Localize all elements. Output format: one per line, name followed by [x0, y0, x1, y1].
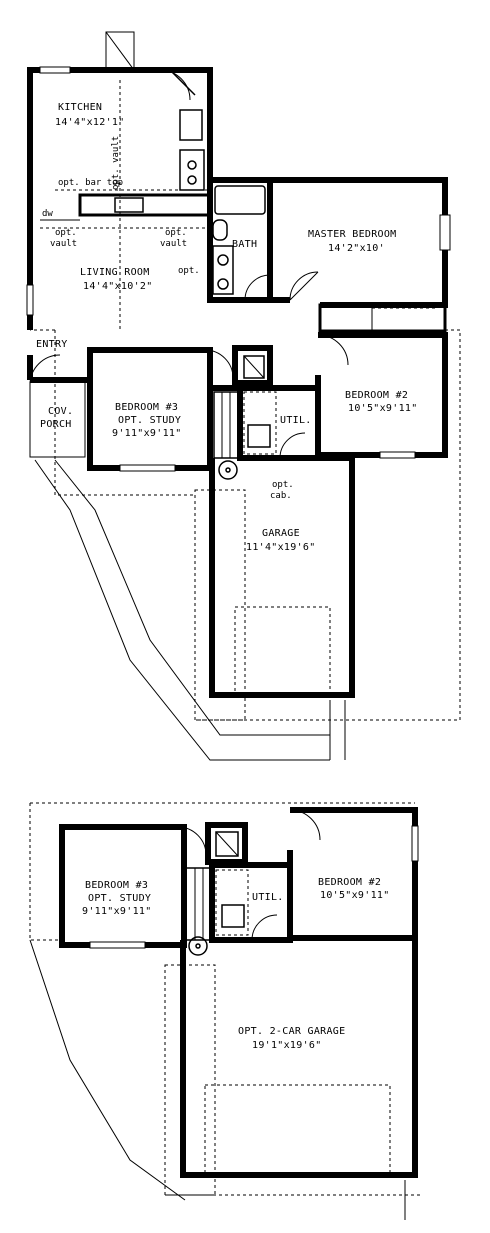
opt-bar-top-note: opt. bar top [58, 178, 123, 188]
util-label: UTIL. [280, 415, 312, 426]
alt-garage-label: OPT. 2-CAR GARAGE [238, 1026, 345, 1037]
alt-bedroom-2-dims: 10'5"x9'11" [320, 890, 390, 901]
upper-floor-plan [26, 31, 461, 761]
alt-garage-dims: 19'1"x19'6" [252, 1040, 322, 1051]
opt-vault-left-1: opt. [55, 228, 77, 238]
alt-bedroom-3-alt-label: OPT. STUDY [88, 893, 151, 904]
kitchen-dims: 14'4"x12'1" [55, 117, 125, 128]
lower-floor-plan [29, 802, 420, 1220]
living-room-dims: 14'4"x10'2" [83, 281, 153, 292]
opt-vault-right-2: vault [160, 239, 187, 249]
bath-label: BATH [232, 239, 257, 250]
opt-vault-left-2: vault [50, 239, 77, 249]
wall-2-car-garage [180, 938, 418, 1178]
porch [29, 381, 86, 458]
living-room-label: LIVING ROOM [80, 267, 150, 278]
cov-porch-line-1: COV. [48, 406, 73, 417]
alt-bedroom-2-label: BEDROOM #2 [318, 877, 381, 888]
alt-util-label: UTIL. [252, 892, 284, 903]
opt-vault-vertical-note: opt. vault [111, 136, 121, 190]
bedroom-3-dims: 9'11"x9'11" [112, 428, 182, 439]
dw-note: dw [42, 209, 53, 219]
bedroom-3-label: BEDROOM #3 [115, 402, 178, 413]
bedroom-3-alt-label: OPT. STUDY [118, 415, 181, 426]
bedroom-2-dims: 10'5"x9'11" [348, 403, 418, 414]
master-bedroom-label: MASTER BEDROOM [308, 229, 397, 240]
wall-kitchen-living [27, 67, 213, 330]
wall-bedroom-2-alt [287, 807, 418, 941]
garage-dims: 11'4"x19'6" [246, 542, 316, 553]
opt-cab-note-1: opt. [272, 480, 294, 490]
alt-bedroom-3-label: BEDROOM #3 [85, 880, 148, 891]
opt-bath-note: opt. [178, 266, 200, 276]
garage-label: GARAGE [262, 528, 300, 539]
bedroom-2-label: BEDROOM #2 [345, 390, 408, 401]
master-bedroom-dims: 14'2"x10' [328, 243, 385, 254]
opt-cab-note-2: cab. [270, 491, 292, 501]
alt-bedroom-3-dims: 9'11"x9'11" [82, 906, 152, 917]
opt-vault-right-1: opt. [165, 228, 187, 238]
kitchen-label: KITCHEN [58, 102, 102, 113]
entry-label: ENTRY [36, 339, 68, 350]
wall-garage [209, 455, 355, 698]
cov-porch-line-2: PORCH [40, 419, 72, 430]
